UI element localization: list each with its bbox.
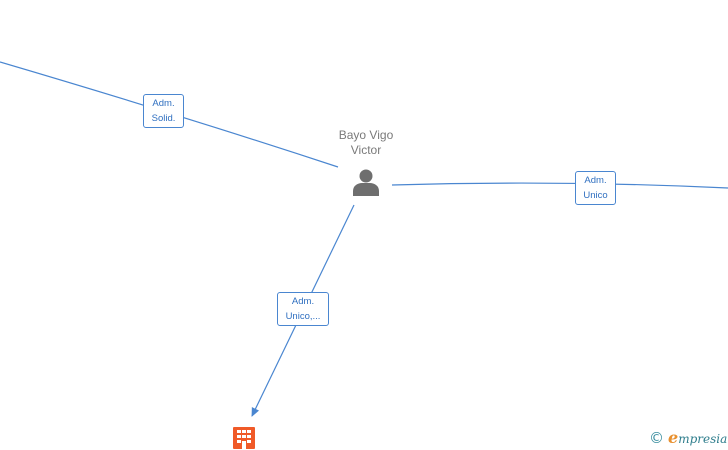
edge-label-line2: Solid. <box>151 113 176 124</box>
edge-label-line1: Adm. <box>291 296 315 307</box>
edge-label-line1: Adm. <box>152 98 175 109</box>
edge-label-line2: Unico <box>583 190 608 201</box>
brand-logo: empresia <box>668 428 727 447</box>
copyright-symbol: © <box>649 428 664 447</box>
brand-name: mpresia <box>678 432 728 446</box>
person-name-line1: Bayo Vigo <box>338 128 394 142</box>
edge-label-line1: Adm. <box>584 175 607 186</box>
person-name[interactable]: Bayo Vigo Victor <box>318 128 414 158</box>
edge-right-line[interactable] <box>391 182 728 189</box>
edge-label-line2: Unico,... <box>285 311 321 322</box>
person-icon[interactable] <box>351 167 381 197</box>
edge-label-adm-solid[interactable]: Adm. Solid. <box>143 94 184 128</box>
brand-initial: e <box>668 428 679 447</box>
person-name-line2: Victor <box>350 143 382 157</box>
edge-label-adm-unico[interactable]: Adm. Unico <box>575 171 616 205</box>
empresia-watermark: © empresia <box>649 428 727 447</box>
edge-label-adm-unico-more[interactable]: Adm. Unico,... <box>277 292 329 326</box>
person-node[interactable]: Bayo Vigo Victor <box>318 128 414 197</box>
building-icon[interactable] <box>233 427 255 449</box>
